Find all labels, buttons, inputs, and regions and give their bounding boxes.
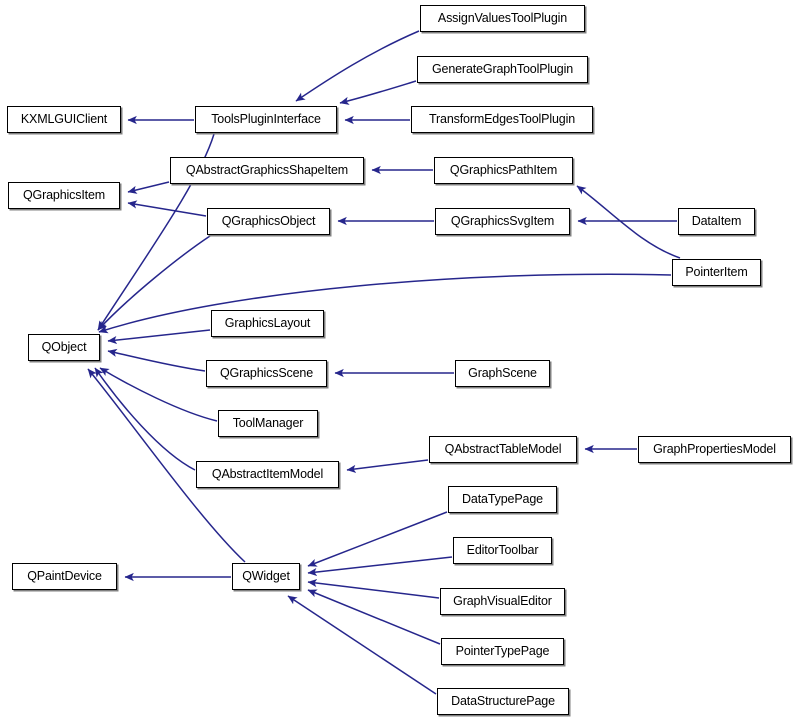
- class-node-label: DataTypePage: [462, 492, 543, 507]
- class-node-label: DataStructurePage: [451, 694, 555, 709]
- class-node-toolmanager[interactable]: ToolManager: [218, 410, 318, 437]
- class-node-label: QAbstractGraphicsShapeItem: [185, 163, 349, 178]
- class-node-qabstractgraphicsshapeitem[interactable]: QAbstractGraphicsShapeItem: [170, 157, 364, 184]
- class-node-label: GraphScene: [468, 366, 537, 381]
- class-node-label: ToolManager: [232, 416, 304, 431]
- class-node-graphvisualeditor[interactable]: GraphVisualEditor: [440, 588, 565, 615]
- edge-toolmanager-qobject: [99, 367, 218, 422]
- class-node-transformedgestoolplugin[interactable]: TransformEdgesToolPlugin: [411, 106, 593, 133]
- edge-assignvaluestoolplugin-toolsplugininterface: [295, 30, 420, 102]
- edge-graphicslayout-qobject: [107, 329, 211, 345]
- edge-qabstractgraphicsshapeitem-qgraphicsitem: [127, 181, 170, 194]
- class-node-label: QWidget: [242, 569, 290, 584]
- class-node-label: GenerateGraphToolPlugin: [431, 62, 574, 77]
- class-node-label: QAbstractTableModel: [444, 442, 562, 457]
- class-node-datastructurepage[interactable]: DataStructurePage: [437, 688, 569, 715]
- edge-qabstracttablemodel-qabstractitemmodel: [346, 459, 429, 473]
- edge-graphvisualeditor-qwidget: [307, 579, 440, 599]
- class-node-qgraphicspathitem[interactable]: QGraphicsPathItem: [434, 157, 573, 184]
- class-node-graphicslayout[interactable]: GraphicsLayout: [211, 310, 324, 337]
- class-node-label: GraphVisualEditor: [453, 594, 552, 609]
- class-node-label: QGraphicsSvgItem: [450, 214, 555, 229]
- class-node-assignvaluestoolplugin[interactable]: AssignValuesToolPlugin: [420, 5, 585, 32]
- class-node-qgraphicssvgitem[interactable]: QGraphicsSvgItem: [435, 208, 570, 235]
- class-node-label: QPaintDevice: [27, 569, 102, 584]
- class-node-label: AssignValuesToolPlugin: [437, 11, 568, 26]
- edge-qgraphicsscene-qobject: [107, 348, 206, 372]
- class-node-qabstractitemmodel[interactable]: QAbstractItemModel: [196, 461, 339, 488]
- class-node-label: GraphicsLayout: [224, 316, 311, 331]
- class-node-toolsplugininterface[interactable]: ToolsPluginInterface: [195, 106, 337, 133]
- class-node-label: TransformEdgesToolPlugin: [428, 112, 575, 127]
- class-node-label: QGraphicsItem: [22, 188, 106, 203]
- class-node-label: QAbstractItemModel: [211, 467, 324, 482]
- class-node-label: GraphPropertiesModel: [653, 442, 776, 457]
- edge-datastructurepage-qwidget: [287, 595, 437, 695]
- class-node-graphpropertiesmodel[interactable]: GraphPropertiesModel: [638, 436, 791, 463]
- class-node-generategraphtoolplugin[interactable]: GenerateGraphToolPlugin: [417, 56, 588, 83]
- class-node-editortoolbar[interactable]: EditorToolbar: [453, 537, 552, 564]
- edge-datatypepage-qwidget: [307, 511, 448, 567]
- class-node-label: QGraphicsObject: [221, 214, 316, 229]
- class-node-pointeritem[interactable]: PointerItem: [672, 259, 761, 286]
- class-node-datatypepage[interactable]: DataTypePage: [448, 486, 557, 513]
- class-node-pointertypepage[interactable]: PointerTypePage: [441, 638, 564, 665]
- class-node-qgraphicsobject[interactable]: QGraphicsObject: [207, 208, 330, 235]
- edge-pointeritem-qobject: [98, 273, 672, 334]
- class-node-dataitem[interactable]: DataItem: [678, 208, 755, 235]
- class-node-qwidget[interactable]: QWidget: [232, 563, 300, 590]
- class-node-qpaintdevice[interactable]: QPaintDevice: [12, 563, 117, 590]
- class-node-label: PointerTypePage: [455, 644, 550, 659]
- edge-qgraphicsobject-qobject: [97, 235, 211, 331]
- class-node-label: PointerItem: [685, 265, 748, 280]
- class-node-kxmlguiclient[interactable]: KXMLGUIClient: [7, 106, 121, 133]
- edge-pointertypepage-qwidget: [307, 589, 441, 645]
- class-node-label: ToolsPluginInterface: [211, 112, 321, 127]
- edge-qgraphicsobject-qgraphicsitem: [127, 200, 207, 217]
- class-node-label: QGraphicsPathItem: [449, 163, 558, 178]
- class-node-qgraphicsscene[interactable]: QGraphicsScene: [206, 360, 327, 387]
- class-node-qobject[interactable]: QObject: [28, 334, 100, 361]
- class-node-label: DataItem: [691, 214, 742, 229]
- class-node-qgraphicsitem[interactable]: QGraphicsItem: [8, 182, 120, 209]
- class-node-qabstracttablemodel[interactable]: QAbstractTableModel: [429, 436, 577, 463]
- class-node-label: QGraphicsScene: [219, 366, 314, 381]
- class-node-label: KXMLGUIClient: [20, 112, 108, 127]
- edge-qabstractitemmodel-qobject: [94, 367, 196, 471]
- edge-generategraphtoolplugin-toolsplugininterface: [339, 80, 417, 105]
- class-node-label: EditorToolbar: [466, 543, 539, 558]
- edge-pointeritem-qgraphicspathitem: [576, 185, 681, 259]
- class-node-label: QObject: [41, 340, 87, 355]
- class-node-graphscene[interactable]: GraphScene: [455, 360, 550, 387]
- edge-editortoolbar-qwidget: [307, 556, 453, 577]
